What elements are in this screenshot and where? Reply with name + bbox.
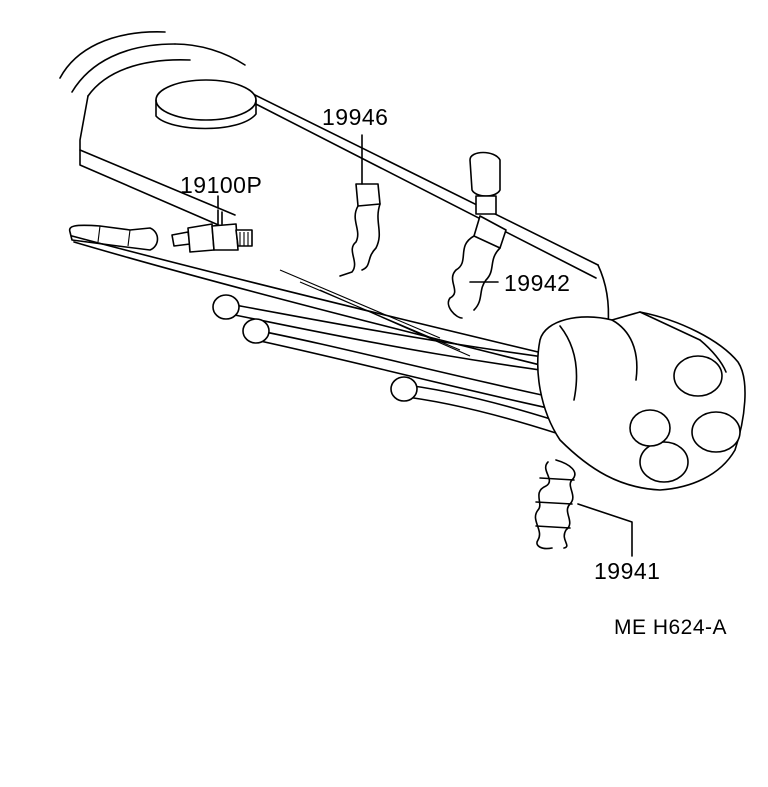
clamp-19946 bbox=[339, 147, 381, 277]
distributor-cap bbox=[537, 311, 746, 491]
clamp-19941 bbox=[534, 459, 576, 550]
part-label-19942: 19942 bbox=[504, 270, 571, 296]
coil-wire-boot bbox=[68, 224, 159, 251]
engine-cover bbox=[59, 31, 610, 326]
wire-boots-left bbox=[212, 294, 418, 402]
clamp-19942 bbox=[447, 151, 507, 319]
part-label-19941: 19941 bbox=[594, 558, 661, 584]
spark-plug bbox=[171, 209, 253, 253]
diagram-code: ME H624-A bbox=[614, 616, 728, 639]
part-label-19100p: 19100P bbox=[180, 172, 263, 198]
part-label-19946: 19946 bbox=[322, 104, 389, 130]
leader-lines bbox=[217, 134, 633, 557]
